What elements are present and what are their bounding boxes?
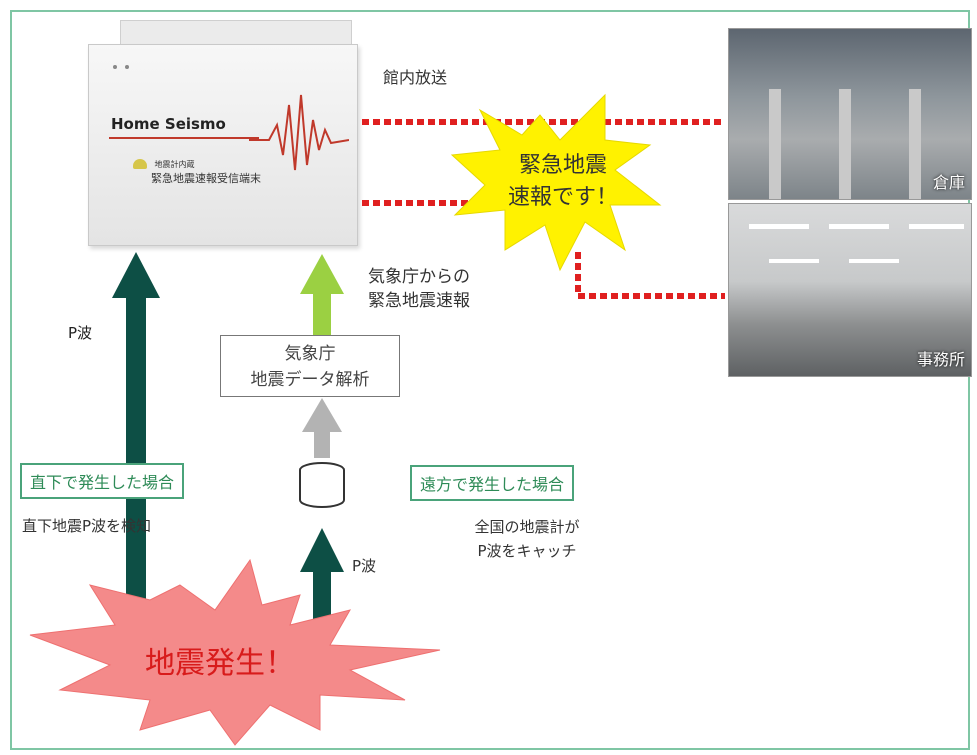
- office-photo: 事務所: [728, 203, 972, 377]
- ceiling-light: [749, 224, 809, 229]
- seismic-wave-icon: [249, 94, 349, 171]
- case-direct-desc: 直下地震P波を検知: [22, 517, 152, 535]
- p-wave-label-right: P波: [352, 557, 377, 575]
- ceiling-light: [849, 259, 899, 263]
- jma-box-line2: 地震データ解析: [250, 370, 370, 390]
- ceiling-light: [769, 259, 819, 263]
- device-brand: Home Seismo: [111, 115, 226, 133]
- earthquake-burst: [29, 558, 441, 746]
- pillar: [769, 89, 781, 199]
- sensor-icon: [133, 159, 147, 169]
- ceiling-light: [829, 224, 889, 229]
- brand-underline: [109, 137, 259, 139]
- data-arrow-head: [302, 398, 342, 432]
- alert-burst: [450, 93, 662, 272]
- earthquake-text: 地震発生！: [145, 646, 295, 681]
- remote-desc-line2: P波をキャッチ: [477, 542, 577, 560]
- case-remote-box: 遠方で発生した場合: [410, 465, 575, 501]
- jma-analysis-box: 気象庁 地震データ解析: [220, 335, 400, 397]
- broadcast-label: 館内放送: [383, 68, 448, 87]
- alert-text-line2: 速報です！: [507, 185, 618, 210]
- alert-text-line1: 緊急地震: [518, 153, 607, 178]
- ceiling-light: [909, 224, 964, 229]
- jma-arrow-shaft: [313, 290, 331, 335]
- p-wave-label-left: P波: [68, 324, 93, 342]
- device-sub-label: 緊急地震速報受信端末: [151, 172, 261, 185]
- warehouse-photo: 倉庫: [728, 28, 972, 200]
- jma-arrow-head: [300, 254, 344, 294]
- jma-box-line1: 気象庁: [284, 344, 336, 364]
- alert-text: 緊急地震 速報です！: [498, 150, 628, 214]
- device-sub-small: 地震計内蔵: [154, 160, 195, 169]
- case-direct-box: 直下で発生した場合: [20, 463, 185, 499]
- receiver-device: Home Seismo 地震計内蔵 緊急地震速報受信端末: [88, 44, 358, 246]
- direct-wave-arrow-head: [112, 252, 160, 298]
- led-indicator: [125, 65, 129, 69]
- direct-wave-arrow-shaft: [126, 295, 146, 625]
- jma-message: 気象庁からの 緊急地震速報: [368, 265, 470, 313]
- warehouse-label: 倉庫: [932, 173, 965, 192]
- office-label: 事務所: [916, 350, 965, 369]
- remote-desc: 全国の地震計が P波をキャッチ: [452, 515, 602, 563]
- remote-wave-arrow-shaft: [313, 570, 331, 625]
- jma-message-line1: 気象庁からの: [368, 267, 470, 287]
- remote-desc-line1: 全国の地震計が: [474, 518, 580, 536]
- data-arrow-shaft: [314, 430, 330, 458]
- remote-wave-arrow-head: [300, 528, 344, 572]
- device-subtitle: 地震計内蔵 緊急地震速報受信端末: [133, 157, 261, 186]
- jma-message-line2: 緊急地震速報: [368, 291, 470, 311]
- pillar: [839, 89, 851, 199]
- led-indicator: [113, 65, 117, 69]
- pillar: [909, 89, 921, 199]
